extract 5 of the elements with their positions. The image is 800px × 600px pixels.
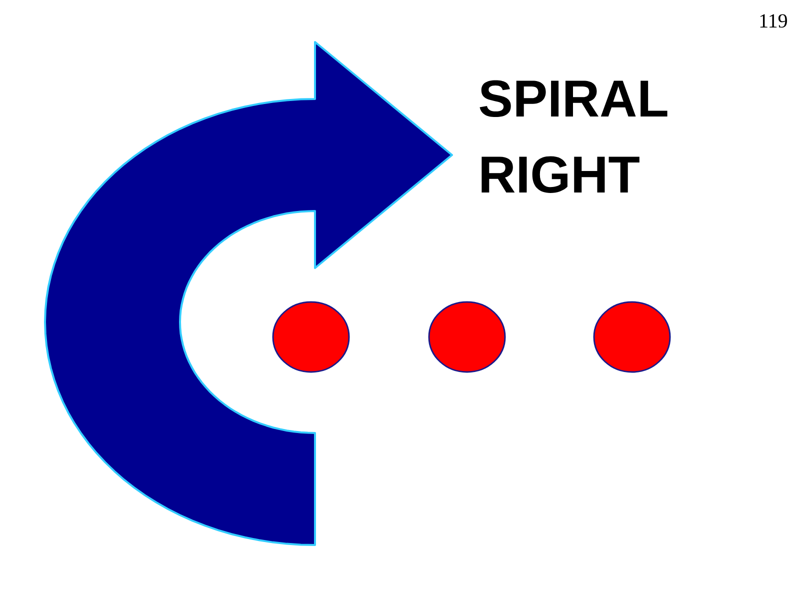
dot [272, 301, 350, 373]
title: SPIRAL RIGHT [480, 80, 668, 194]
page-number: 119 [760, 14, 787, 28]
dot [428, 301, 506, 373]
dot [593, 301, 671, 373]
